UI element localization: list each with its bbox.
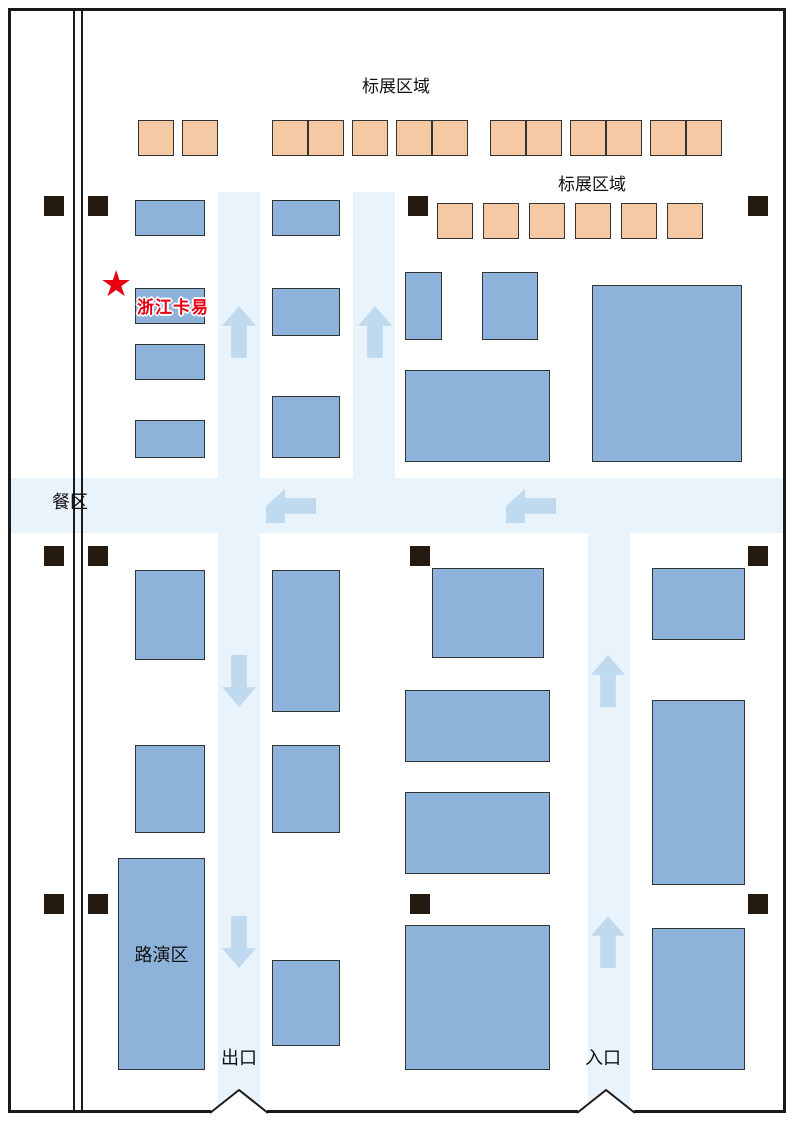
standard-booth xyxy=(621,203,657,239)
standard-booth xyxy=(606,120,642,156)
pillar xyxy=(44,196,64,216)
inner-wall-line xyxy=(81,8,83,1113)
booth-blue xyxy=(135,745,205,833)
exit-door-opening xyxy=(211,1106,267,1116)
standard-booth xyxy=(308,120,344,156)
booth-blue xyxy=(272,960,340,1046)
booth-blue xyxy=(135,344,205,380)
booth-blue xyxy=(272,288,340,336)
pillar xyxy=(410,546,430,566)
pillar xyxy=(748,546,768,566)
booth-blue xyxy=(482,272,538,340)
standard-booth xyxy=(529,203,565,239)
highlight-booth-label: 浙江卡易 xyxy=(137,298,209,317)
aisle-bottom-right xyxy=(588,533,630,1108)
standard-booth-area-label-right: 标展区域 xyxy=(558,175,626,194)
standard-booth xyxy=(396,120,432,156)
standard-booth xyxy=(352,120,388,156)
standard-booth xyxy=(490,120,526,156)
standard-booth xyxy=(138,120,174,156)
exit-label: 出口 xyxy=(221,1048,257,1068)
standard-booth xyxy=(570,120,606,156)
booth-zhejiang-kayi xyxy=(135,288,205,324)
booth-blue xyxy=(135,200,205,236)
entrance-label: 入口 xyxy=(585,1048,621,1068)
booth-roadshow xyxy=(118,858,205,1070)
booth-blue xyxy=(405,690,550,762)
standard-booth xyxy=(272,120,308,156)
standard-booth xyxy=(483,203,519,239)
standard-booth xyxy=(667,203,703,239)
roadshow-area-label: 路演区 xyxy=(134,945,189,965)
standard-booth xyxy=(182,120,218,156)
standard-booth xyxy=(526,120,562,156)
booth-blue xyxy=(272,745,340,833)
pillar xyxy=(88,196,108,216)
standard-booth xyxy=(575,203,611,239)
pillar xyxy=(408,196,428,216)
standard-booth xyxy=(650,120,686,156)
pillar xyxy=(88,546,108,566)
booth-blue xyxy=(272,570,340,712)
booth-blue xyxy=(272,396,340,458)
booth-blue xyxy=(405,370,550,462)
standard-booth xyxy=(432,120,468,156)
booth-blue xyxy=(272,200,340,236)
dining-band xyxy=(11,478,783,533)
booth-blue xyxy=(652,928,745,1070)
standard-booth xyxy=(437,203,473,239)
pillar xyxy=(88,894,108,914)
booth-blue xyxy=(592,285,742,462)
booth-blue xyxy=(135,420,205,458)
aisle-bottom-left xyxy=(218,533,260,1108)
dining-area-label: 餐区 xyxy=(52,492,88,512)
pillar xyxy=(748,196,768,216)
standard-booth-area-label-top: 标展区域 xyxy=(362,77,430,96)
booth-blue xyxy=(405,272,442,340)
booth-blue xyxy=(405,792,550,874)
booth-blue xyxy=(432,568,544,658)
pillar xyxy=(44,546,64,566)
booth-blue xyxy=(652,700,745,885)
booth-blue xyxy=(652,568,745,640)
inner-wall-line xyxy=(73,8,75,1113)
booth-blue xyxy=(135,570,205,660)
entrance-door-opening xyxy=(578,1106,634,1116)
booth-blue xyxy=(405,925,550,1070)
pillar xyxy=(748,894,768,914)
hall-outer-wall xyxy=(8,8,786,1113)
pillar xyxy=(410,894,430,914)
standard-booth xyxy=(686,120,722,156)
pillar xyxy=(44,894,64,914)
star-icon: ★ xyxy=(100,263,133,304)
